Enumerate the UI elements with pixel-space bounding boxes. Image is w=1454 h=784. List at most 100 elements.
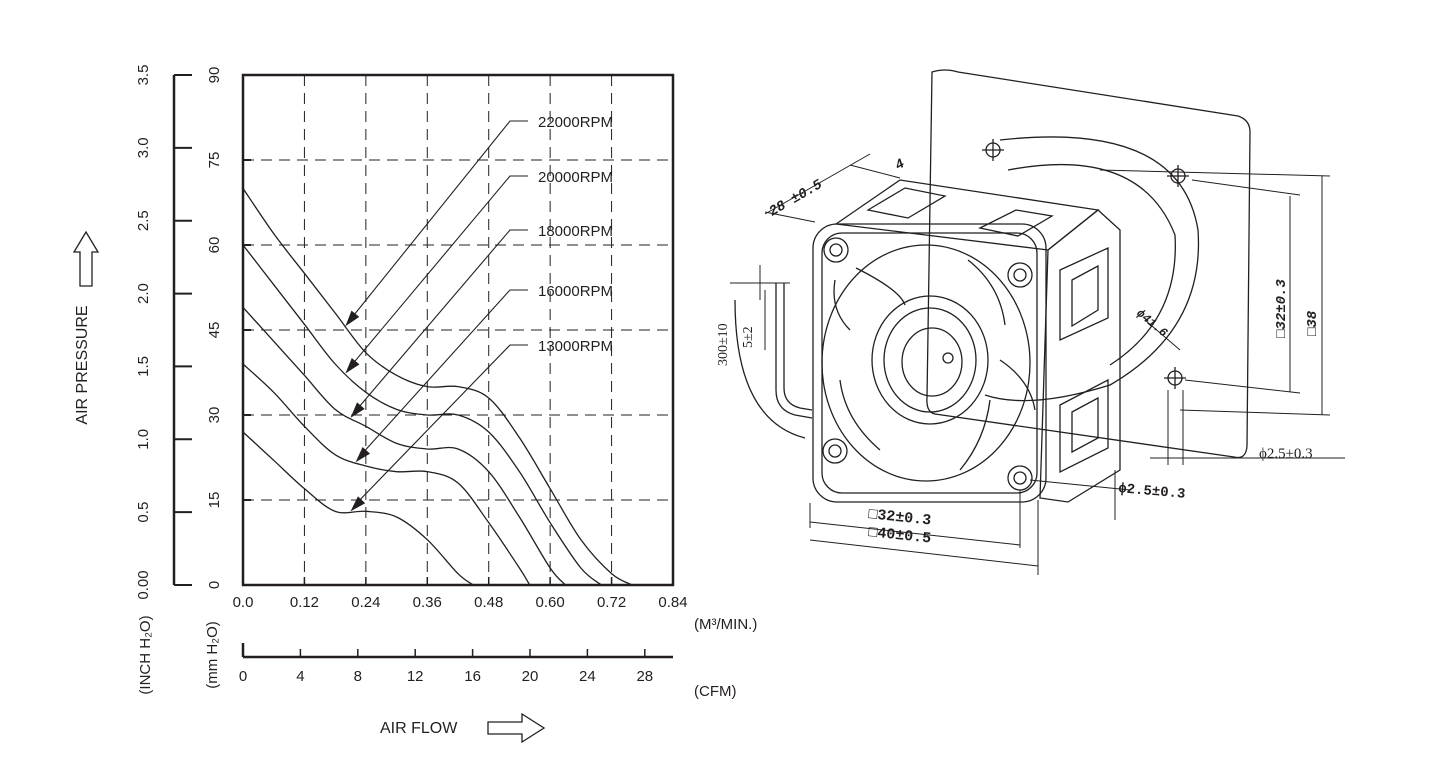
inch-tick-label: 1.0: [135, 429, 152, 450]
fan-hub-center: [942, 352, 954, 364]
cfm-axis-ticks: 0 4 8 12 16 20 24 28: [239, 649, 653, 685]
callout-leader: [350, 120, 528, 319]
mm-tick-label: 75: [206, 152, 223, 169]
inch-tick-label: 0.5: [135, 502, 152, 523]
inch-tick-label: 1.5: [135, 356, 152, 377]
fan-side-face: [1039, 209, 1121, 503]
lead-wires: [775, 283, 813, 419]
hole-spacing-dim: □32±0.3: [867, 506, 931, 529]
fan-hub-inner: [901, 327, 963, 397]
rpm-curves: [242, 187, 633, 586]
side-vent-lower: [1059, 378, 1109, 474]
performance-chart: 22000RPM 20000RPM 18000RPM 16000RPM 13000RPM…: [72, 65, 757, 744]
x-axis-ticks: 0.0 0.12 0.24 0.36 0.48 0.60 0.72 0.84: [233, 577, 688, 611]
fan-rotor-ring: [821, 244, 1031, 482]
frame-size-dim: □40±0.5: [867, 524, 931, 547]
cfm-tick-label: 0: [239, 668, 247, 685]
cfm-tick-label: 24: [579, 668, 596, 685]
series-label: 20000RPM: [538, 169, 613, 186]
x-unit-secondary: (CFM): [694, 683, 736, 700]
curve-22000RPM: [242, 187, 633, 586]
mm-tick-label: 90: [206, 67, 223, 84]
inch-tick-label: 2.5: [135, 210, 152, 231]
cfm-tick-label: 28: [636, 668, 653, 685]
mm-tick-label: 30: [206, 407, 223, 424]
frame-size-v-dim: □38: [1305, 310, 1321, 336]
x-tick-label: 0.24: [351, 594, 380, 611]
curve-16000RPM: [242, 363, 531, 586]
hole-dia-back-dim: ϕ2.5±0.3: [1259, 446, 1313, 462]
callout-arrowhead: [345, 310, 360, 327]
cfm-tick-label: 20: [522, 668, 539, 685]
series-label: 18000RPM: [538, 223, 613, 240]
callout-arrowhead: [345, 357, 360, 374]
y-unit-inch: (INCH H₂O): [137, 615, 154, 694]
x-tick-label: 0.84: [658, 594, 687, 611]
guard-dia-dim: ϕ41.6: [1133, 306, 1170, 340]
fan-front-frame: [812, 223, 1047, 503]
top-offset-dim: 4: [893, 156, 908, 174]
rpm-callouts: 22000RPM 20000RPM 18000RPM 16000RPM 13000RPM: [345, 114, 613, 512]
fan-hub-outer: [871, 295, 989, 425]
side-vent-upper: [1059, 246, 1109, 342]
inch-axis-ticks: 0.00 0.5 1.0 1.5 2.0 2.5 3.0 3.5: [135, 65, 192, 600]
x-tick-label: 0.36: [413, 594, 442, 611]
series-label: 16000RPM: [538, 283, 613, 300]
x-unit-primary: (M³/MIN.): [694, 616, 757, 633]
chart-grid: [243, 75, 673, 585]
inch-tick-label: 0.00: [135, 570, 152, 599]
mm-tick-label: 0: [206, 581, 223, 589]
curve-13000RPM: [242, 431, 474, 586]
x-axis-title: AIR FLOW: [380, 720, 458, 737]
mm-tick-label: 60: [206, 237, 223, 254]
lead-strip-dim: 5±2: [741, 326, 756, 348]
curve-20000RPM: [242, 244, 602, 586]
series-label: 13000RPM: [538, 338, 613, 355]
fan-hub-mid: [883, 307, 977, 413]
x-tick-label: 0.48: [474, 594, 503, 611]
plate-holes: [982, 139, 1189, 389]
series-label: 22000RPM: [538, 114, 613, 131]
callout-leader: [361, 289, 528, 455]
callout-arrowhead: [355, 446, 371, 463]
fan-guard-inner: [1007, 163, 1176, 366]
curve-18000RPM: [242, 306, 566, 586]
up-arrow-icon: [72, 230, 100, 287]
inch-tick-label: 2.0: [135, 283, 152, 304]
cfm-tick-label: 16: [464, 668, 481, 685]
cfm-tick-label: 12: [407, 668, 424, 685]
drawing-labels: 28 ±0.5 4 300±10 5±2 □32±0.3 □40±0.5 □32…: [716, 156, 1321, 547]
y-unit-mm: (mm H₂O): [204, 621, 221, 688]
dimension-lines: [730, 153, 1345, 575]
x-tick-label: 0.60: [536, 594, 565, 611]
callout-leader: [350, 175, 528, 366]
top-label-rect: [866, 187, 1054, 237]
fan-guard-circle: [984, 136, 1200, 402]
mm-tick-label: 45: [206, 322, 223, 339]
fan-dimension-drawing: [730, 69, 1345, 575]
depth-dim: 28 ±0.5: [767, 177, 826, 221]
mounting-plate: [926, 69, 1251, 459]
hole-spacing-v-dim: □32±0.3: [1274, 279, 1290, 338]
fan-top-face: [834, 179, 1100, 251]
callout-leader: [356, 229, 528, 411]
lead-length-dim: 300±10: [716, 323, 731, 366]
inch-tick-label: 3.0: [135, 137, 152, 158]
callout-arrowhead: [350, 402, 365, 418]
mm-axis-ticks: 0 15 30 45 60 75 90: [206, 67, 251, 589]
x-tick-label: 0.72: [597, 594, 626, 611]
cfm-tick-label: 8: [354, 668, 362, 685]
mm-tick-label: 15: [206, 492, 223, 509]
right-arrow-icon: [487, 712, 546, 744]
y-axis-title: AIR PRESSURE: [74, 305, 91, 424]
hole-dia-front-dim: ϕ2.5±0.3: [1118, 481, 1186, 503]
x-tick-label: 0.0: [233, 594, 254, 611]
inch-tick-label: 3.5: [135, 65, 152, 86]
fan-blades: [833, 259, 1036, 471]
callout-arrowhead: [350, 496, 366, 512]
lead-bend: [734, 299, 806, 439]
cfm-tick-label: 4: [296, 668, 304, 685]
x-tick-label: 0.12: [290, 594, 319, 611]
callout-leader: [356, 344, 528, 504]
